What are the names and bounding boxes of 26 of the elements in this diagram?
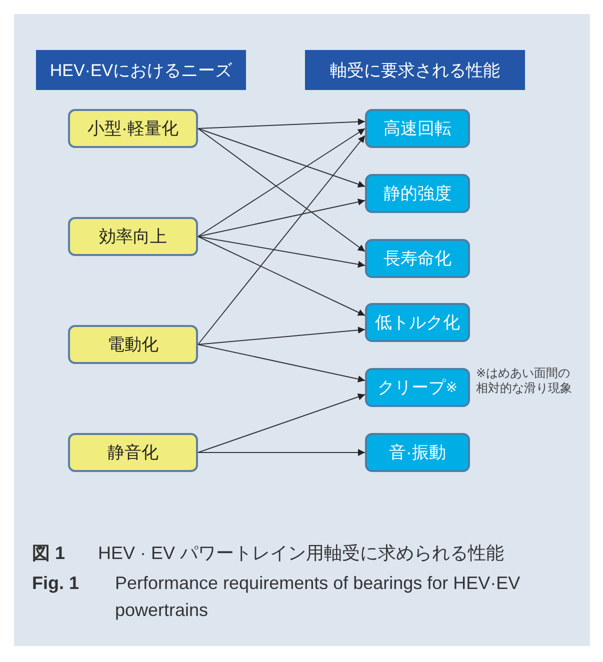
need-box: 効率向上 [68, 217, 198, 256]
arrow [198, 236, 366, 268]
arrow [198, 118, 366, 129]
need-box: 電動化 [68, 325, 198, 364]
figure-number: 図 1 [32, 542, 66, 565]
caption-text: Performance requirements of bearings for HEV·EV powertrains [115, 572, 522, 622]
performance-box: 低トルク化 [365, 303, 470, 342]
footnote-text: ※はめあい面間の相対的な滑り現象 [476, 366, 573, 396]
figure-number: Fig. 1 [32, 572, 80, 595]
header-band: HEV·EVにおけるニーズ [36, 50, 246, 90]
performance-box: 高速回転 [365, 109, 470, 148]
arrow [198, 128, 366, 188]
arrow [198, 198, 366, 237]
header-band: 軸受に要求される性能 [305, 50, 525, 90]
arrow [198, 394, 366, 453]
performance-box: 静的強度 [365, 174, 470, 213]
need-box: 小型·軽量化 [68, 109, 198, 148]
performance-box: 長寿命化 [365, 239, 470, 278]
need-box: 静音化 [68, 433, 198, 472]
arrow [198, 326, 366, 345]
arrow [198, 236, 366, 316]
performance-box: 音·振動 [365, 433, 470, 472]
arrow [198, 135, 366, 345]
arrow [198, 449, 366, 456]
arrow [198, 344, 366, 382]
caption-text: HEV · EV パワートレイン用軸受に求められる性能 [98, 542, 504, 565]
